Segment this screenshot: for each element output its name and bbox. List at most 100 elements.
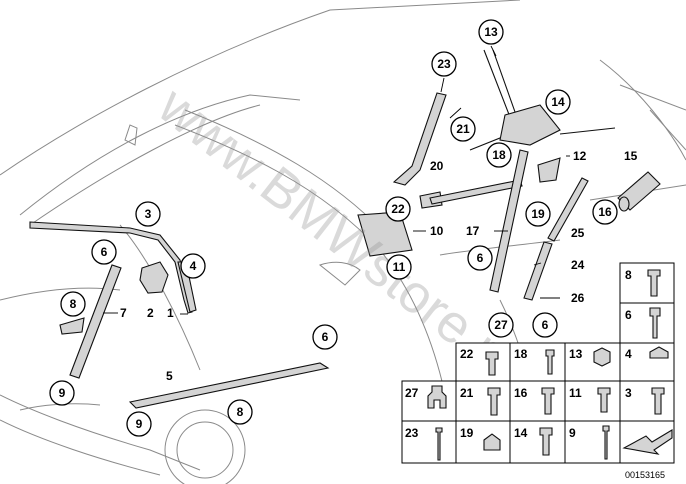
svg-text:14: 14 [551,95,565,109]
grid-label-11: 11 [569,386,582,400]
svg-text:9: 9 [136,417,143,431]
callout-9b: 9 [126,411,152,437]
label-12: 12 [573,149,587,163]
label-10: 10 [430,224,444,238]
grid-label-23: 23 [405,426,419,440]
callout-6c: 6 [532,312,558,338]
part-plate-8 [59,317,85,335]
part-tower-brace-arms [469,49,616,151]
label-7: 7 [120,306,127,320]
bolt-16 [541,387,555,415]
direction-arrow-icon [622,429,673,455]
nut-19 [483,433,501,451]
bolt-11 [597,387,611,413]
grid-label-18: 18 [514,347,528,361]
grid-label-9: 9 [569,426,576,440]
svg-text:9: 9 [59,386,66,400]
part-strut-20 [392,92,447,186]
callout-11a: 11 [386,254,412,280]
part-tower-brace-plate [499,104,561,146]
bolt-23 [435,427,443,461]
svg-text:6: 6 [322,330,329,344]
callout-27a: 27 [488,312,514,338]
part-strut-24 [523,241,553,301]
grid-label-22: 22 [460,347,474,361]
callout-3: 3 [135,201,161,227]
grid-label-19: 19 [460,426,474,440]
label-2: 2 [147,306,154,320]
part-rod-7 [69,264,122,379]
callout-14: 14 [545,89,571,115]
grid-label-16: 16 [514,386,528,400]
svg-text:4: 4 [190,259,197,273]
svg-text:22: 22 [391,202,405,216]
callout-16a: 16 [592,199,618,225]
part-strut-25 [547,177,589,242]
svg-text:16: 16 [598,205,612,219]
part-lower-brace [128,362,330,409]
bolt-18 [545,349,555,375]
callout-8b: 8 [227,399,253,425]
nut-13 [593,347,611,367]
callout-13: 13 [478,19,504,45]
bolt-3 [651,387,665,415]
callout-22a: 22 [385,196,411,222]
label-26: 26 [571,291,585,305]
callout-18: 18 [486,142,512,168]
callout-6b: 6 [467,245,493,271]
bolt-6 [649,307,661,339]
part-strut-17 [489,149,529,293]
svg-text:6: 6 [542,318,549,332]
svg-text:6: 6 [477,251,484,265]
label-25: 25 [571,226,585,240]
grid-label-13: 13 [569,347,583,361]
fasteners [427,269,673,461]
svg-text:18: 18 [492,148,506,162]
grid-label-8: 8 [625,268,632,282]
label-15: 15 [624,149,638,163]
grid-label-6: 6 [625,308,632,322]
svg-text:8: 8 [70,297,77,311]
callout-9a: 9 [49,380,75,406]
clip-27 [427,385,447,409]
svg-text:11: 11 [393,260,406,274]
doc-number: 00153165 [625,470,665,480]
grid-label-27: 27 [405,386,419,400]
parts [29,49,661,409]
callout-19a: 19 [525,201,551,227]
grid-label-3: 3 [625,386,632,400]
svg-text:3: 3 [145,207,152,221]
label-17: 17 [466,224,480,238]
nut-4 [649,346,669,359]
svg-text:6: 6 [101,245,108,259]
fastener-grid-labels: 8 6 22 18 13 4 27 21 16 11 3 23 19 14 9 [405,268,632,440]
callout-6a: 6 [91,239,117,265]
bolt-9 [602,425,610,460]
callout-6d: 6 [312,324,338,350]
part-bracket-2 [139,261,169,294]
bolt-21 [487,387,501,416]
svg-text:21: 21 [456,122,470,136]
callout-23: 23 [431,51,457,77]
callout-8a: 8 [60,291,86,317]
label-20: 20 [430,159,444,173]
svg-text:23: 23 [437,57,451,71]
label-24: 24 [571,258,585,272]
svg-text:19: 19 [531,207,545,221]
bolt-14 [539,427,553,456]
callout-21: 21 [450,116,476,142]
callout-4: 4 [180,253,206,279]
leader-lines [103,45,570,315]
part-tube-end [618,196,630,212]
svg-text:13: 13 [484,25,498,39]
bolt-22 [485,351,499,376]
part-brace-horizontal [429,179,523,205]
label-1: 1 [167,306,174,320]
plain-labels: 12 15 20 10 17 25 24 26 7 2 1 5 [120,149,638,383]
label-5: 5 [166,369,173,383]
svg-text:27: 27 [494,318,508,332]
grid-label-21: 21 [460,386,474,400]
svg-text:8: 8 [237,405,244,419]
